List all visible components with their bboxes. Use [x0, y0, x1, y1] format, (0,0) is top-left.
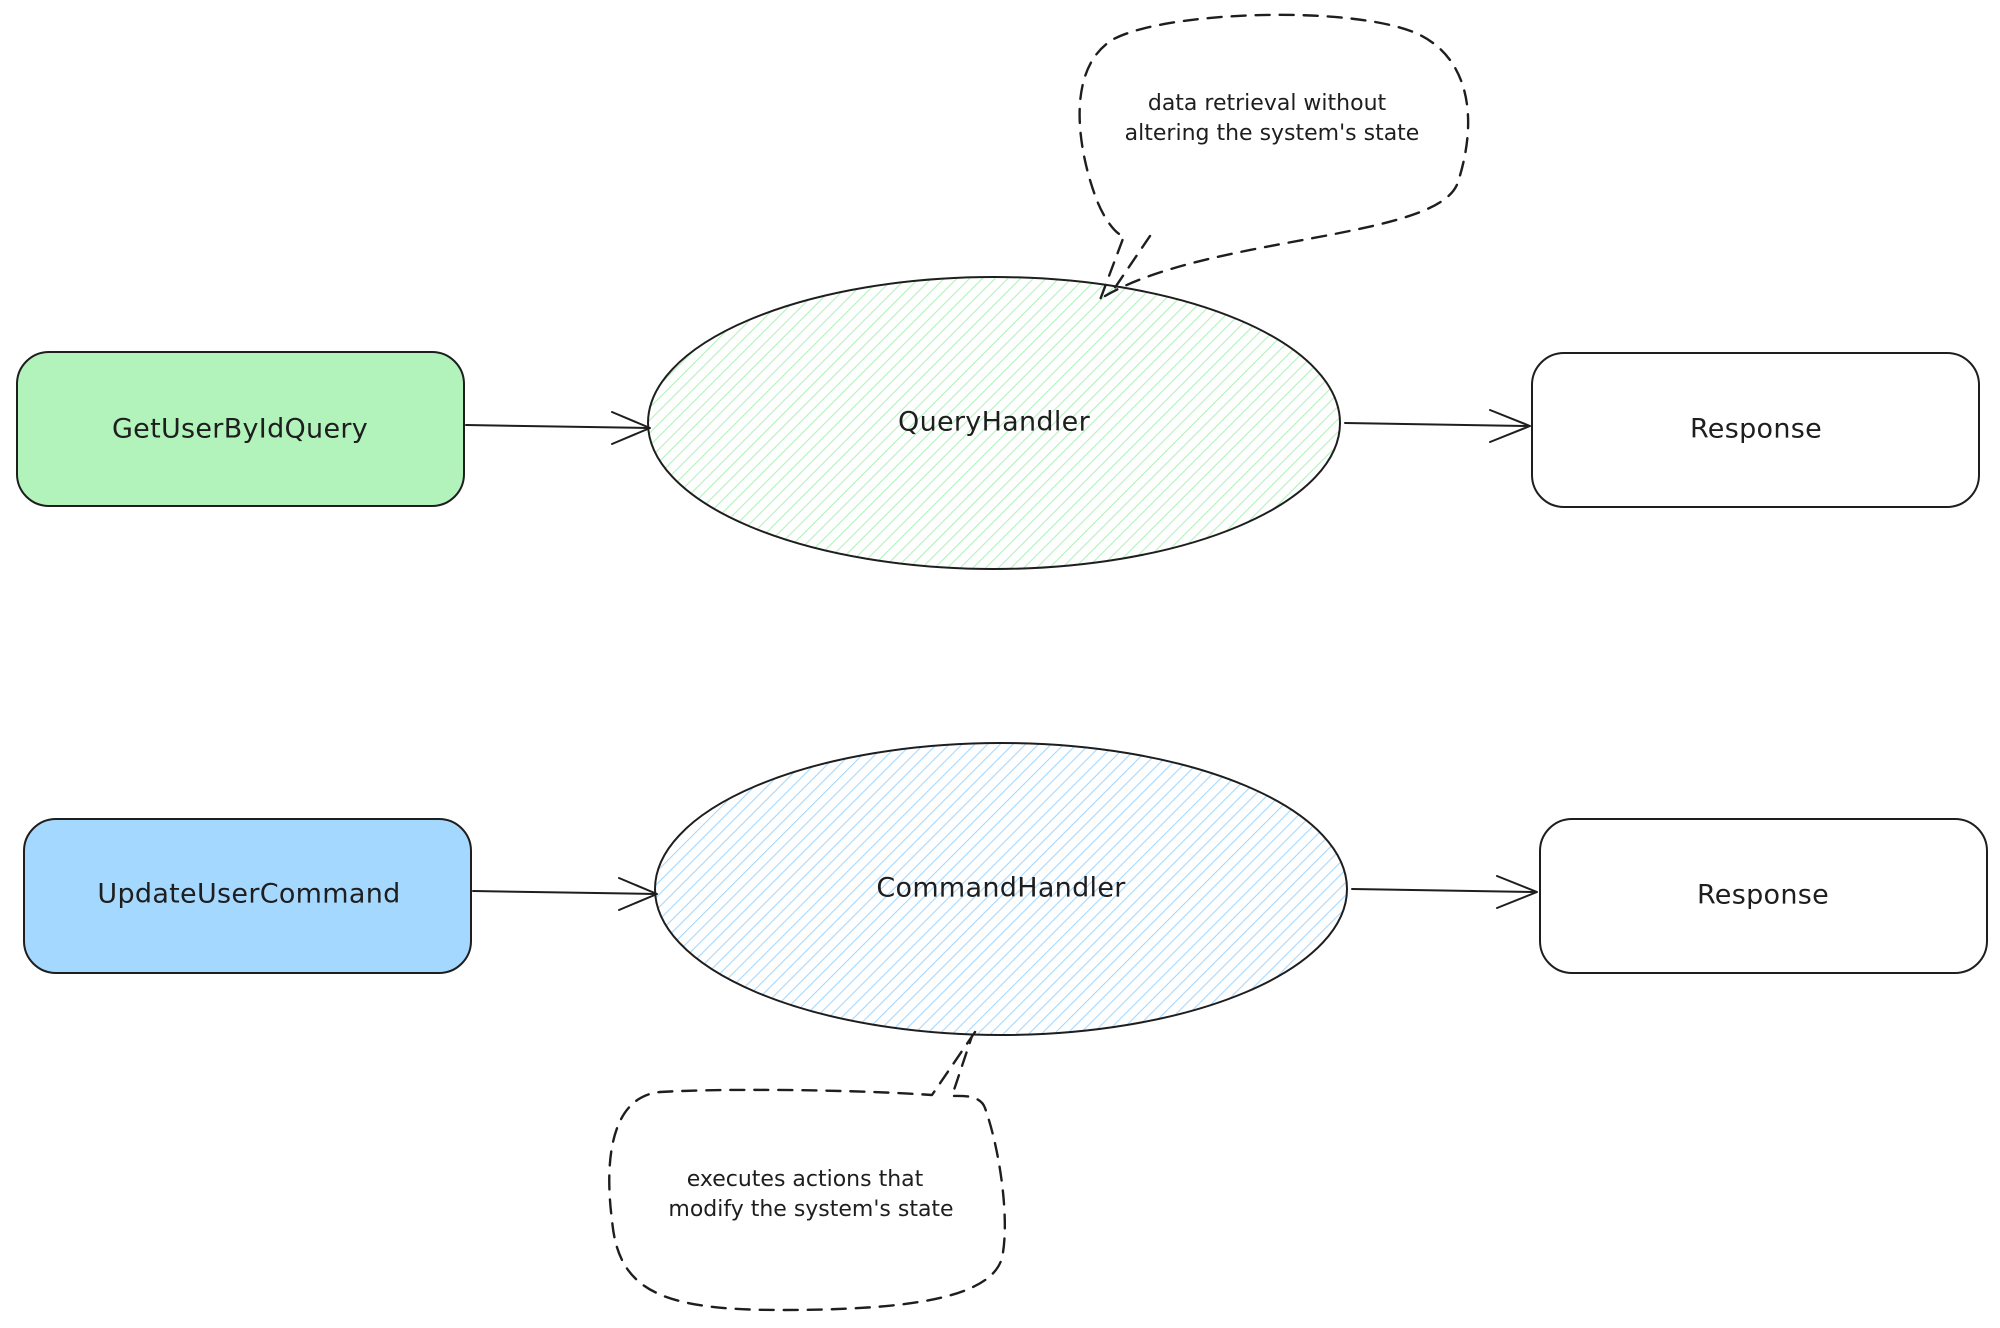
query-flow: GetUserByIdQuery QueryHandler Response d… [16, 13, 1980, 570]
command-response-label: Response [1697, 880, 1829, 911]
arrow-query-handler-to-response [1344, 409, 1531, 443]
command-handler-node[interactable]: CommandHandler [654, 742, 1348, 1036]
query-handler-node[interactable]: QueryHandler [647, 276, 1341, 570]
command-note-line-1: executes actions that [687, 1167, 924, 1192]
command-note-line-2: modify the system's state [668, 1197, 953, 1222]
query-input-node[interactable]: GetUserByIdQuery [16, 351, 465, 507]
query-note-line-1: data retrieval without [1148, 91, 1387, 116]
query-note: data retrieval without altering the syst… [1078, 13, 1470, 302]
arrow-query-input-to-handler [465, 411, 651, 445]
query-response-box [1531, 352, 1980, 508]
command-input-label: UpdateUserCommand [97, 879, 400, 910]
command-response-box [1539, 818, 1988, 974]
command-flow: UpdateUserCommand CommandHandler Respons… [23, 742, 1988, 1312]
query-handler-label: QueryHandler [898, 407, 1091, 438]
command-input-box [23, 818, 472, 974]
command-handler-label: CommandHandler [876, 873, 1126, 904]
arrow-command-handler-to-response [1351, 875, 1538, 909]
command-note: executes actions that modify the system'… [608, 1030, 1007, 1312]
command-input-node[interactable]: UpdateUserCommand [23, 818, 472, 974]
query-note-bubble [1078, 13, 1470, 302]
arrow-command-input-to-handler [472, 877, 658, 911]
query-handler-ellipse [647, 276, 1341, 570]
query-input-label: GetUserByIdQuery [112, 414, 368, 445]
command-note-bubble [608, 1030, 1007, 1312]
command-response-node[interactable]: Response [1539, 818, 1988, 974]
command-handler-ellipse [654, 742, 1348, 1036]
query-response-node[interactable]: Response [1531, 352, 1980, 508]
query-response-label: Response [1690, 414, 1822, 445]
query-note-line-2: altering the system's state [1125, 121, 1420, 146]
query-input-box [16, 351, 465, 507]
